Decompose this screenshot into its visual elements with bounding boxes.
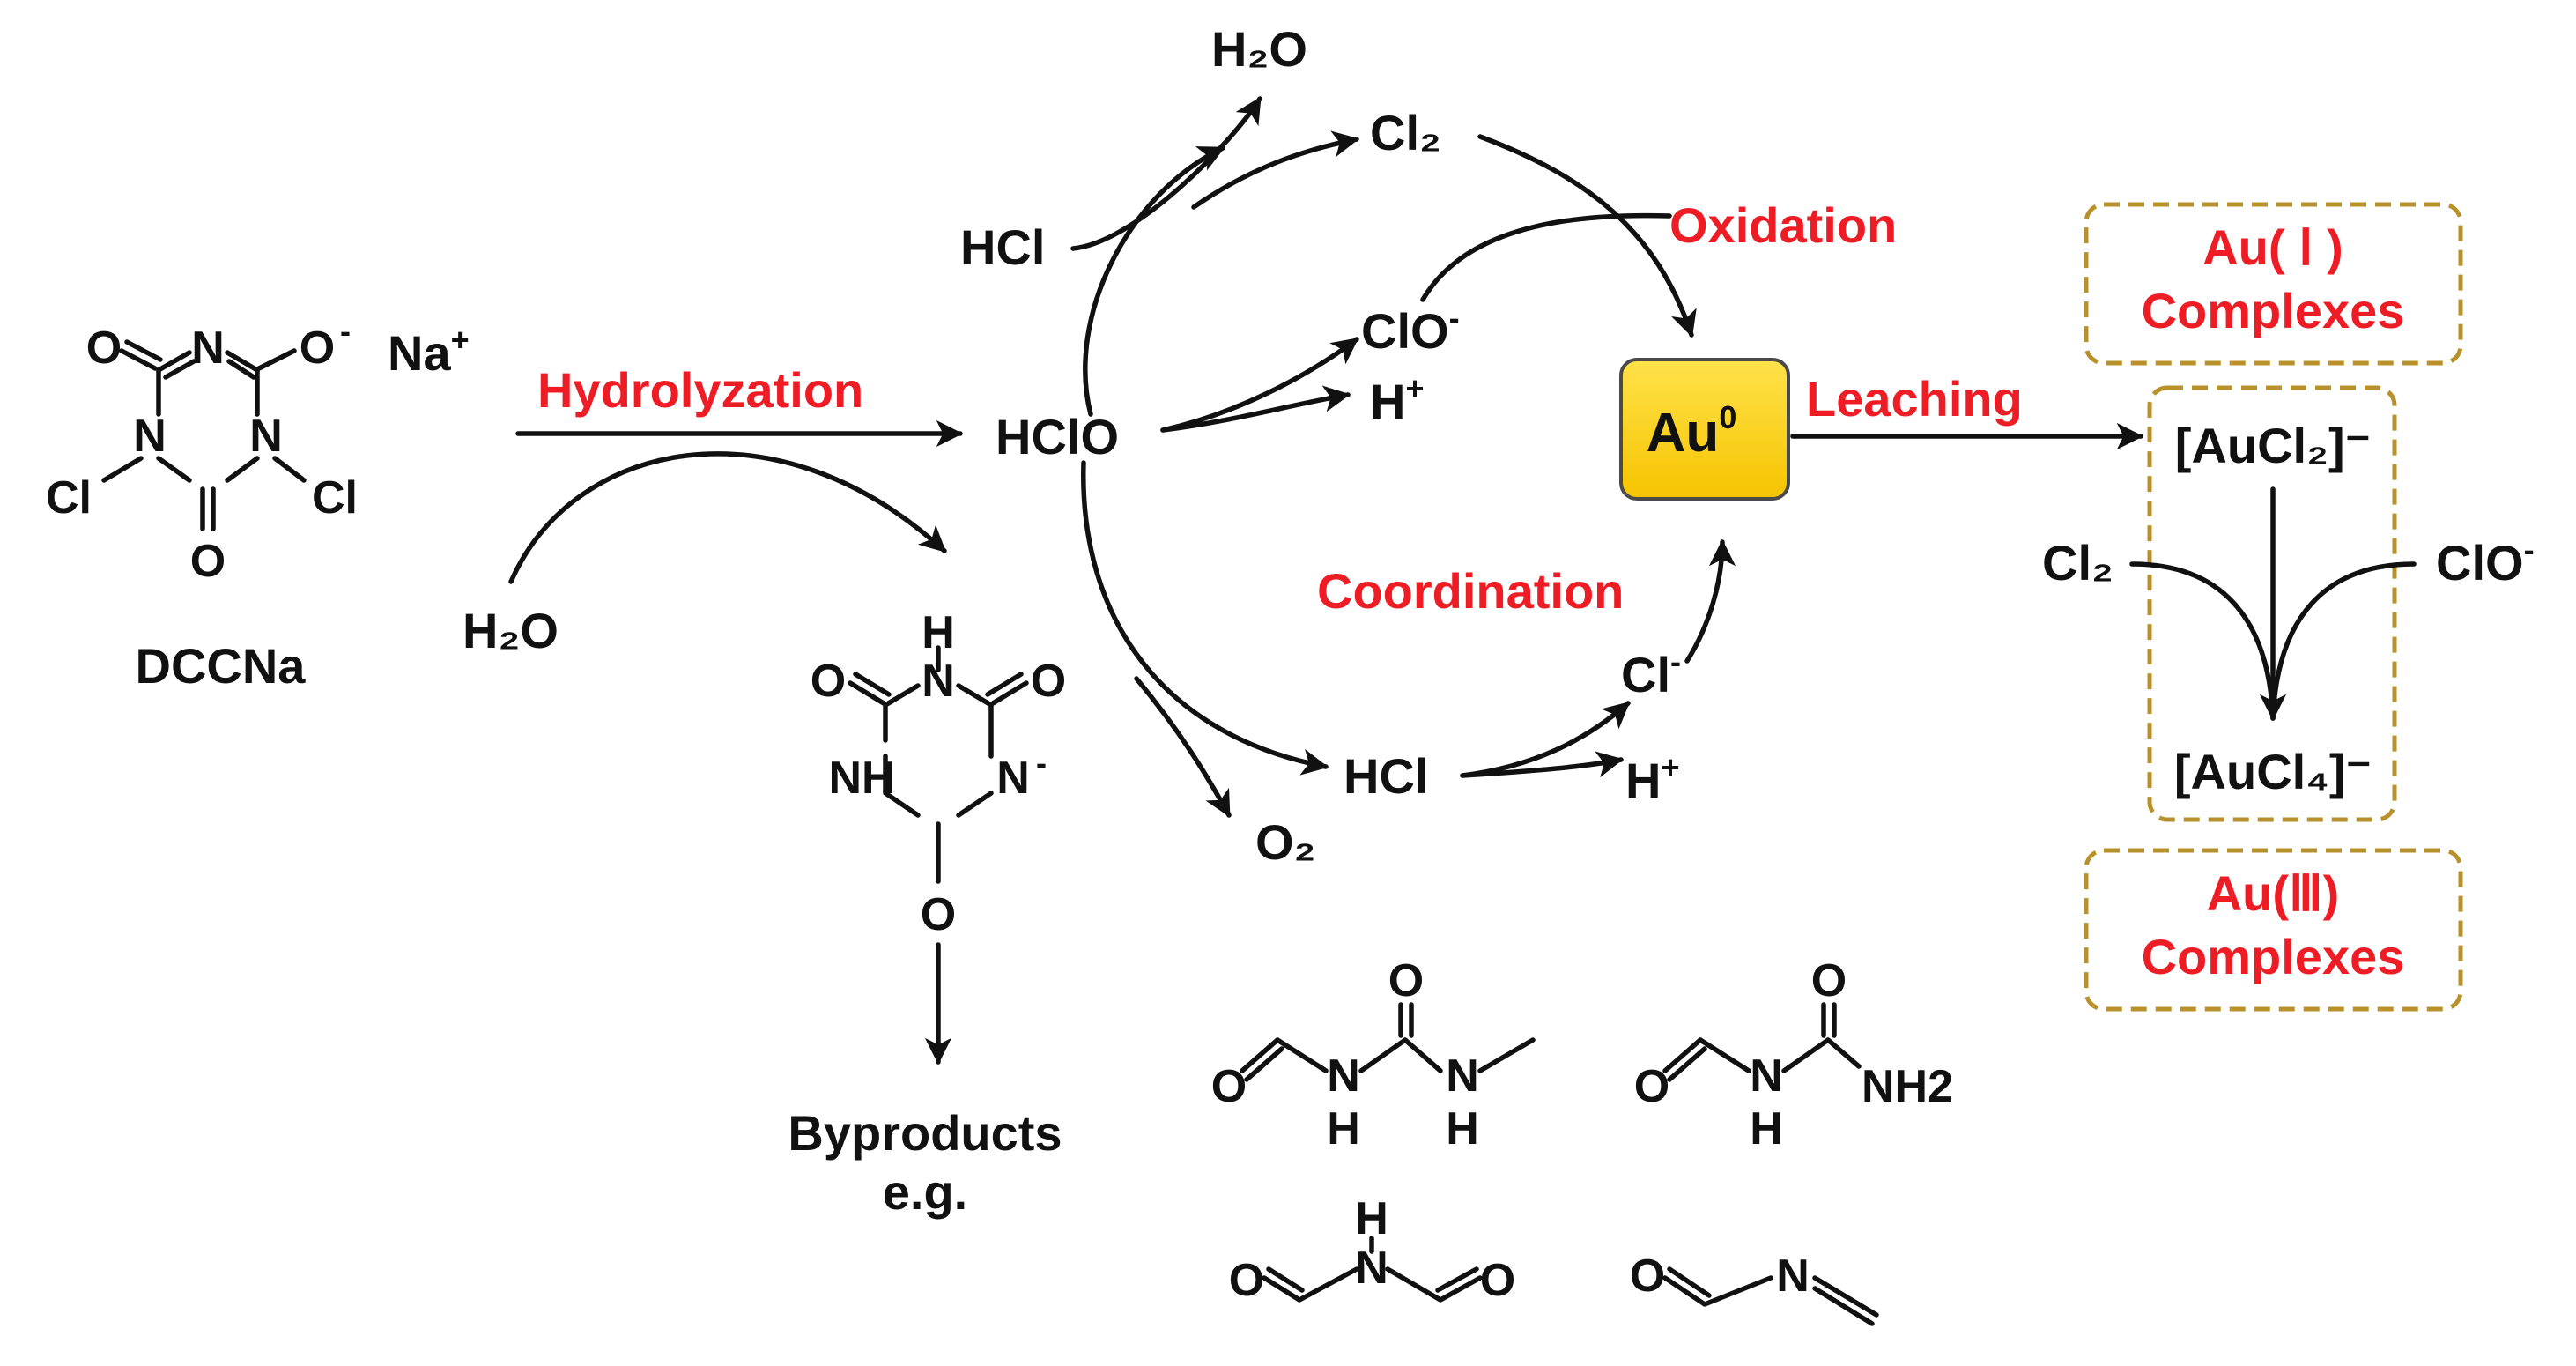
complex-conversion-box	[2147, 385, 2397, 822]
label-oxidation: Oxidation	[1669, 197, 1897, 253]
au3-title: Au(Ⅲ)	[2207, 865, 2340, 921]
cyanurate-structure: H N O O NH N - O Byproducts e.g.	[788, 607, 1066, 1220]
cyanurate-charge: -	[1036, 745, 1047, 781]
svg-text:O: O	[1630, 1251, 1665, 1302]
cl2-side: Cl₂	[2042, 535, 2113, 590]
hypochlorite: ClO-	[1361, 300, 1460, 359]
aucl4-label: [AuCl₄]⁻	[2174, 744, 2372, 799]
svg-text:O: O	[1634, 1061, 1669, 1112]
svg-text:O: O	[1229, 1255, 1264, 1306]
gold-symbol: Au0	[1647, 399, 1737, 464]
svg-text:H: H	[1750, 1103, 1783, 1154]
hclo-label: HClO	[996, 409, 1119, 464]
svg-text:O: O	[1211, 1061, 1247, 1112]
carbonyl-o-left: O	[86, 323, 122, 374]
svg-text:H: H	[1355, 1193, 1388, 1244]
clo-to-oxidation-curve	[1420, 212, 1672, 302]
clo-side: ClO-	[2436, 531, 2535, 590]
au3-box	[2084, 848, 2463, 1012]
cyanurate-o-right: O	[1031, 656, 1066, 707]
label-leaching: Leaching	[1806, 371, 2023, 427]
label-coordination: Coordination	[1317, 563, 1624, 619]
gold-metal-box: Au0	[1619, 358, 1790, 501]
au3-subtitle: Complexes	[2142, 929, 2405, 984]
hcl-to-water-arrow	[1070, 96, 1262, 251]
au1-title: Au( Ⅰ )	[2202, 219, 2343, 275]
svg-text:N: N	[1776, 1251, 1810, 1302]
hcl-top: HCl	[960, 219, 1045, 275]
oxidation-arrow	[1477, 134, 1697, 338]
svg-text:N: N	[1750, 1050, 1783, 1102]
label-hydrolyzation: Hydrolyzation	[537, 362, 863, 418]
dccna-structure: N N N O O - O Cl Cl Na+ DCCNa	[46, 313, 470, 694]
chlorine-right: Cl	[312, 472, 358, 523]
to-oxygen-arrow	[1134, 676, 1232, 818]
cyanurate-h-top: H	[922, 607, 955, 658]
ring-n-top: N	[191, 323, 225, 374]
svg-text:H: H	[1327, 1103, 1360, 1154]
ring-n-left: N	[133, 411, 167, 462]
chlorine-gas: Cl₂	[1370, 105, 1441, 160]
svg-text:H: H	[1446, 1103, 1479, 1154]
coordination-arrow	[1684, 538, 1736, 664]
svg-text:O: O	[1811, 955, 1847, 1006]
proton-top: H+	[1370, 370, 1424, 429]
svg-text:O: O	[1480, 1255, 1515, 1306]
byproduct-2: O N H O NH2	[1634, 955, 1953, 1154]
svg-text:N: N	[1446, 1050, 1479, 1102]
hclo-to-hcl-arrow	[1081, 460, 1329, 776]
carbonyl-o-bottom: O	[190, 536, 226, 587]
byproduct-4: O N	[1630, 1251, 1879, 1326]
hcl-bottom: HCl	[1344, 748, 1428, 804]
au1-subtitle: Complexes	[2142, 283, 2405, 338]
chloride: Cl-	[1621, 643, 1681, 702]
cyanurate-n-top: N	[922, 656, 955, 707]
cyanurate-o-left: O	[811, 656, 846, 707]
water-to-byproduct-arrow	[508, 451, 947, 584]
cyanurate-o-bottom: O	[921, 889, 956, 940]
oxygen: O₂	[1255, 814, 1315, 870]
byproducts-label: Byproducts	[788, 1105, 1062, 1161]
clo-to-aucl4-curve	[2270, 561, 2417, 721]
svg-text:O: O	[1388, 955, 1424, 1006]
water-reactant: H₂O	[463, 603, 559, 658]
sodium-ion: Na+	[388, 322, 470, 381]
ring-n-right: N	[249, 411, 283, 462]
byproduct-3: O H N O	[1229, 1193, 1515, 1306]
chlorine-left: Cl	[46, 472, 92, 523]
svg-text:N: N	[1355, 1243, 1388, 1294]
svg-text:N: N	[1327, 1050, 1360, 1102]
oxide-o: O	[300, 323, 335, 374]
cyanurate-n-right: N	[996, 753, 1030, 804]
svg-text:NH2: NH2	[1862, 1061, 1953, 1112]
water-product: H₂O	[1211, 21, 1307, 77]
oxide-charge: -	[340, 313, 351, 349]
hclo-to-cl2-arrow	[1083, 145, 1225, 417]
eg-label: e.g.	[883, 1164, 967, 1220]
au1-box	[2084, 202, 2463, 366]
reactant-name: DCCNa	[136, 638, 307, 694]
cyanurate-nh-left: NH	[828, 753, 894, 804]
hcl-to-h-arrow	[1460, 751, 1624, 778]
hclo-to-h-arrow	[1160, 385, 1351, 433]
proton-bottom: H+	[1625, 749, 1679, 808]
to-cl2-arrow	[1191, 130, 1359, 210]
hclo-to-clo-arrow	[1160, 337, 1359, 433]
cl2-to-aucl4-curve	[2129, 561, 2276, 721]
byproduct-1: O N H O N H	[1211, 955, 1536, 1154]
aucl2-label: [AuCl₂]⁻	[2175, 418, 2371, 473]
